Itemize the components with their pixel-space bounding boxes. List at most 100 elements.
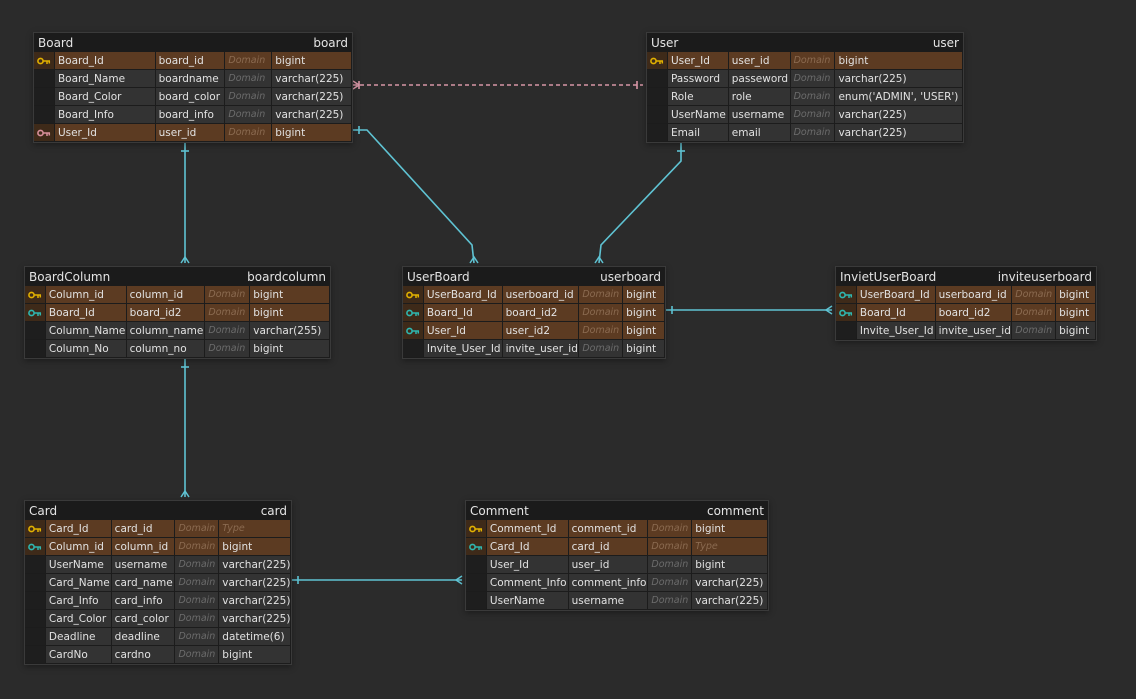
column-type[interactable]: varchar(225) [219, 556, 292, 574]
column-physical-name[interactable]: user_id2 [502, 322, 580, 340]
column-physical-name[interactable]: passeword [728, 70, 791, 88]
column-physical-name[interactable]: board_id2 [502, 304, 580, 322]
column-domain[interactable]: Domain [648, 592, 693, 610]
column-logical-name[interactable]: User_Id [54, 124, 156, 142]
column-logical-name[interactable]: Board_Id [856, 304, 936, 322]
column-physical-name[interactable]: userboard_id [935, 286, 1013, 304]
many-marker[interactable] [352, 80, 361, 90]
column-logical-name[interactable]: Column_id [45, 538, 112, 556]
column-domain[interactable]: Domain [205, 340, 251, 358]
column-physical-name[interactable]: comment_info [568, 574, 649, 592]
column-domain[interactable]: Domain [205, 322, 251, 340]
column-logical-name[interactable]: Card_Id [45, 520, 112, 538]
column-logical-name[interactable]: Column_id [45, 286, 127, 304]
column-physical-name[interactable]: column_name [126, 322, 206, 340]
column-domain[interactable]: Domain [790, 52, 836, 70]
column-logical-name[interactable]: Comment_Id [486, 520, 569, 538]
column-physical-name[interactable]: board_color [155, 88, 226, 106]
column-type[interactable]: bigint [835, 52, 964, 70]
column-domain[interactable]: Domain [175, 610, 220, 628]
column-logical-name[interactable]: Column_No [45, 340, 127, 358]
column-domain[interactable]: Domain [790, 70, 836, 88]
column-type[interactable]: bigint [250, 304, 330, 322]
column-type[interactable]: varchar(225) [272, 106, 352, 124]
column-logical-name[interactable]: User_Id [667, 52, 729, 70]
column-type[interactable]: varchar(225) [272, 88, 352, 106]
link-board-userboard[interactable] [353, 129, 475, 264]
column-domain[interactable]: Domain [648, 538, 693, 556]
column-physical-name[interactable]: board_id2 [935, 304, 1013, 322]
column-type[interactable]: Type [692, 538, 768, 556]
column-logical-name[interactable]: UserName [486, 592, 569, 610]
column-type[interactable]: bigint [250, 286, 330, 304]
column-logical-name[interactable]: Column_Name [45, 322, 127, 340]
column-domain[interactable]: Domain [790, 124, 836, 142]
column-type[interactable]: bigint [692, 520, 768, 538]
column-type[interactable]: bigint [250, 340, 330, 358]
column-physical-name[interactable]: user_id [568, 556, 649, 574]
column-logical-name[interactable]: Invite_User_Id [856, 322, 936, 340]
column-type[interactable]: varchar(225) [219, 592, 292, 610]
column-logical-name[interactable]: Card_Info [45, 592, 112, 610]
column-domain[interactable]: Domain [175, 646, 220, 664]
column-type[interactable]: bigint [219, 646, 292, 664]
column-physical-name[interactable]: board_info [155, 106, 226, 124]
column-logical-name[interactable]: Comment_Info [486, 574, 569, 592]
column-type[interactable]: bigint [1056, 286, 1096, 304]
column-domain[interactable]: Domain [175, 574, 220, 592]
column-physical-name[interactable]: invite_user_id [502, 340, 580, 358]
column-physical-name[interactable]: role [728, 88, 791, 106]
column-logical-name[interactable]: UserName [667, 106, 729, 124]
column-logical-name[interactable]: Board_Info [54, 106, 156, 124]
column-type[interactable]: varchar(225) [835, 70, 964, 88]
column-logical-name[interactable]: UserName [45, 556, 112, 574]
column-logical-name[interactable]: Role [667, 88, 729, 106]
column-physical-name[interactable]: column_id [111, 538, 176, 556]
many-marker[interactable] [180, 255, 190, 264]
column-type[interactable]: varchar(225) [692, 574, 768, 592]
column-type[interactable]: bigint [623, 322, 665, 340]
column-physical-name[interactable]: boardname [155, 70, 226, 88]
column-logical-name[interactable]: Invite_User_Id [423, 340, 503, 358]
column-domain[interactable]: Domain [175, 592, 220, 610]
column-logical-name[interactable]: Email [667, 124, 729, 142]
column-type[interactable]: bigint [623, 340, 665, 358]
column-type[interactable]: bigint [623, 304, 665, 322]
column-physical-name[interactable]: username [568, 592, 649, 610]
column-logical-name[interactable]: User_Id [423, 322, 503, 340]
column-logical-name[interactable]: Board_Id [54, 52, 156, 70]
column-domain[interactable]: Domain [205, 304, 251, 322]
column-domain[interactable]: Domain [790, 88, 836, 106]
column-type[interactable]: bigint [1056, 304, 1096, 322]
column-logical-name[interactable]: Board_Id [423, 304, 503, 322]
column-domain[interactable]: Domain [175, 628, 220, 646]
column-domain[interactable]: Domain [225, 70, 273, 88]
column-logical-name[interactable]: Board_Name [54, 70, 156, 88]
column-logical-name[interactable]: Board_Color [54, 88, 156, 106]
many-marker[interactable] [454, 575, 463, 585]
column-type[interactable]: varchar(225) [219, 574, 292, 592]
column-physical-name[interactable]: userboard_id [502, 286, 580, 304]
column-physical-name[interactable]: card_info [111, 592, 176, 610]
